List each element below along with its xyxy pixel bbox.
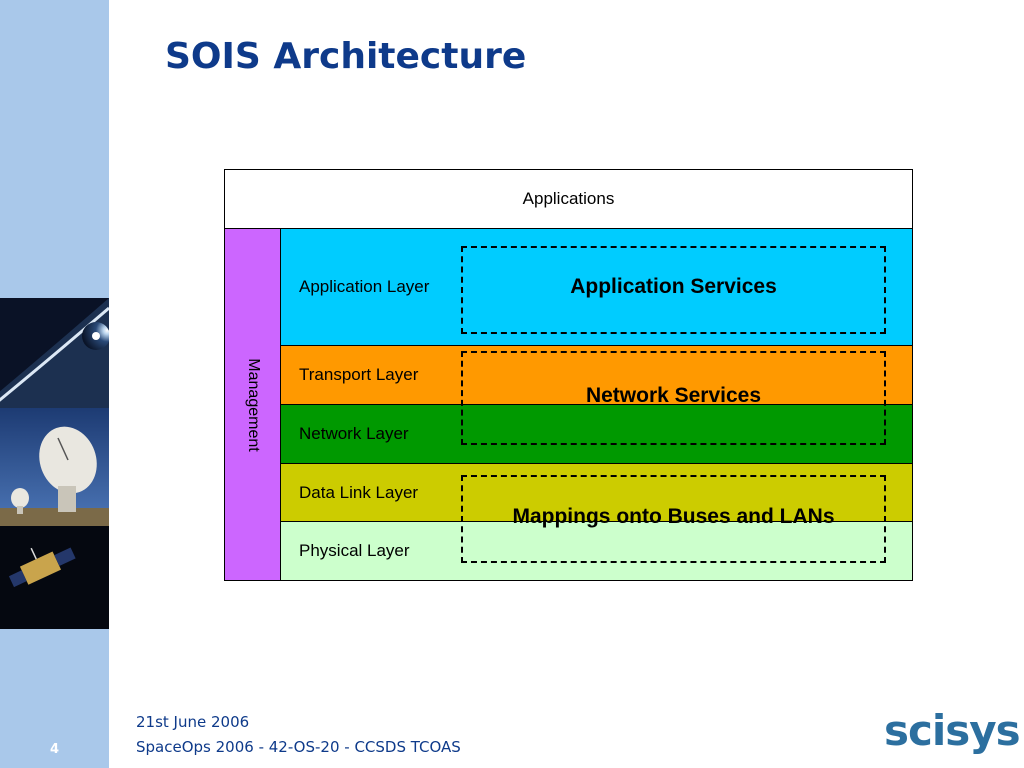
scisys-logo: scisys bbox=[884, 706, 1021, 755]
footer-event: SpaceOps 2006 - 42-OS-20 - CCSDS TCOAS bbox=[136, 738, 461, 756]
management-block: Management bbox=[224, 228, 281, 581]
transport-layer-block: Transport Layer bbox=[280, 345, 913, 405]
management-label: Management bbox=[245, 358, 262, 452]
sois-architecture-diagram: Applications Management Application Laye… bbox=[224, 169, 913, 581]
mappings-box bbox=[461, 475, 886, 563]
page-number: 4 bbox=[49, 742, 60, 757]
network-layer-label: Network Layer bbox=[299, 424, 409, 443]
spacecraft-photo bbox=[0, 526, 109, 629]
physical-layer-label: Physical Layer bbox=[299, 541, 410, 560]
application-layer-label: Application Layer bbox=[299, 277, 430, 296]
application-services-label: Application Services bbox=[570, 275, 777, 298]
network-services-label: Network Services bbox=[585, 384, 762, 407]
footer-date: 21st June 2006 bbox=[136, 713, 250, 731]
physical-layer-block: Physical Layer bbox=[280, 521, 913, 581]
mappings-label: Mappings onto Buses and LANs bbox=[512, 505, 835, 528]
network-services-box bbox=[461, 351, 886, 445]
applications-label: Applications bbox=[522, 189, 615, 208]
transport-layer-label: Transport Layer bbox=[299, 365, 419, 384]
applications-block: Applications bbox=[224, 169, 913, 229]
data-link-layer-label: Data Link Layer bbox=[299, 482, 419, 502]
satellite-dish-photo bbox=[0, 408, 109, 526]
earth-horizon-photo bbox=[0, 298, 109, 408]
application-services-box bbox=[461, 246, 886, 334]
slide-title: SOIS Architecture bbox=[165, 36, 527, 77]
network-layer-block: Network Layer bbox=[280, 404, 913, 464]
